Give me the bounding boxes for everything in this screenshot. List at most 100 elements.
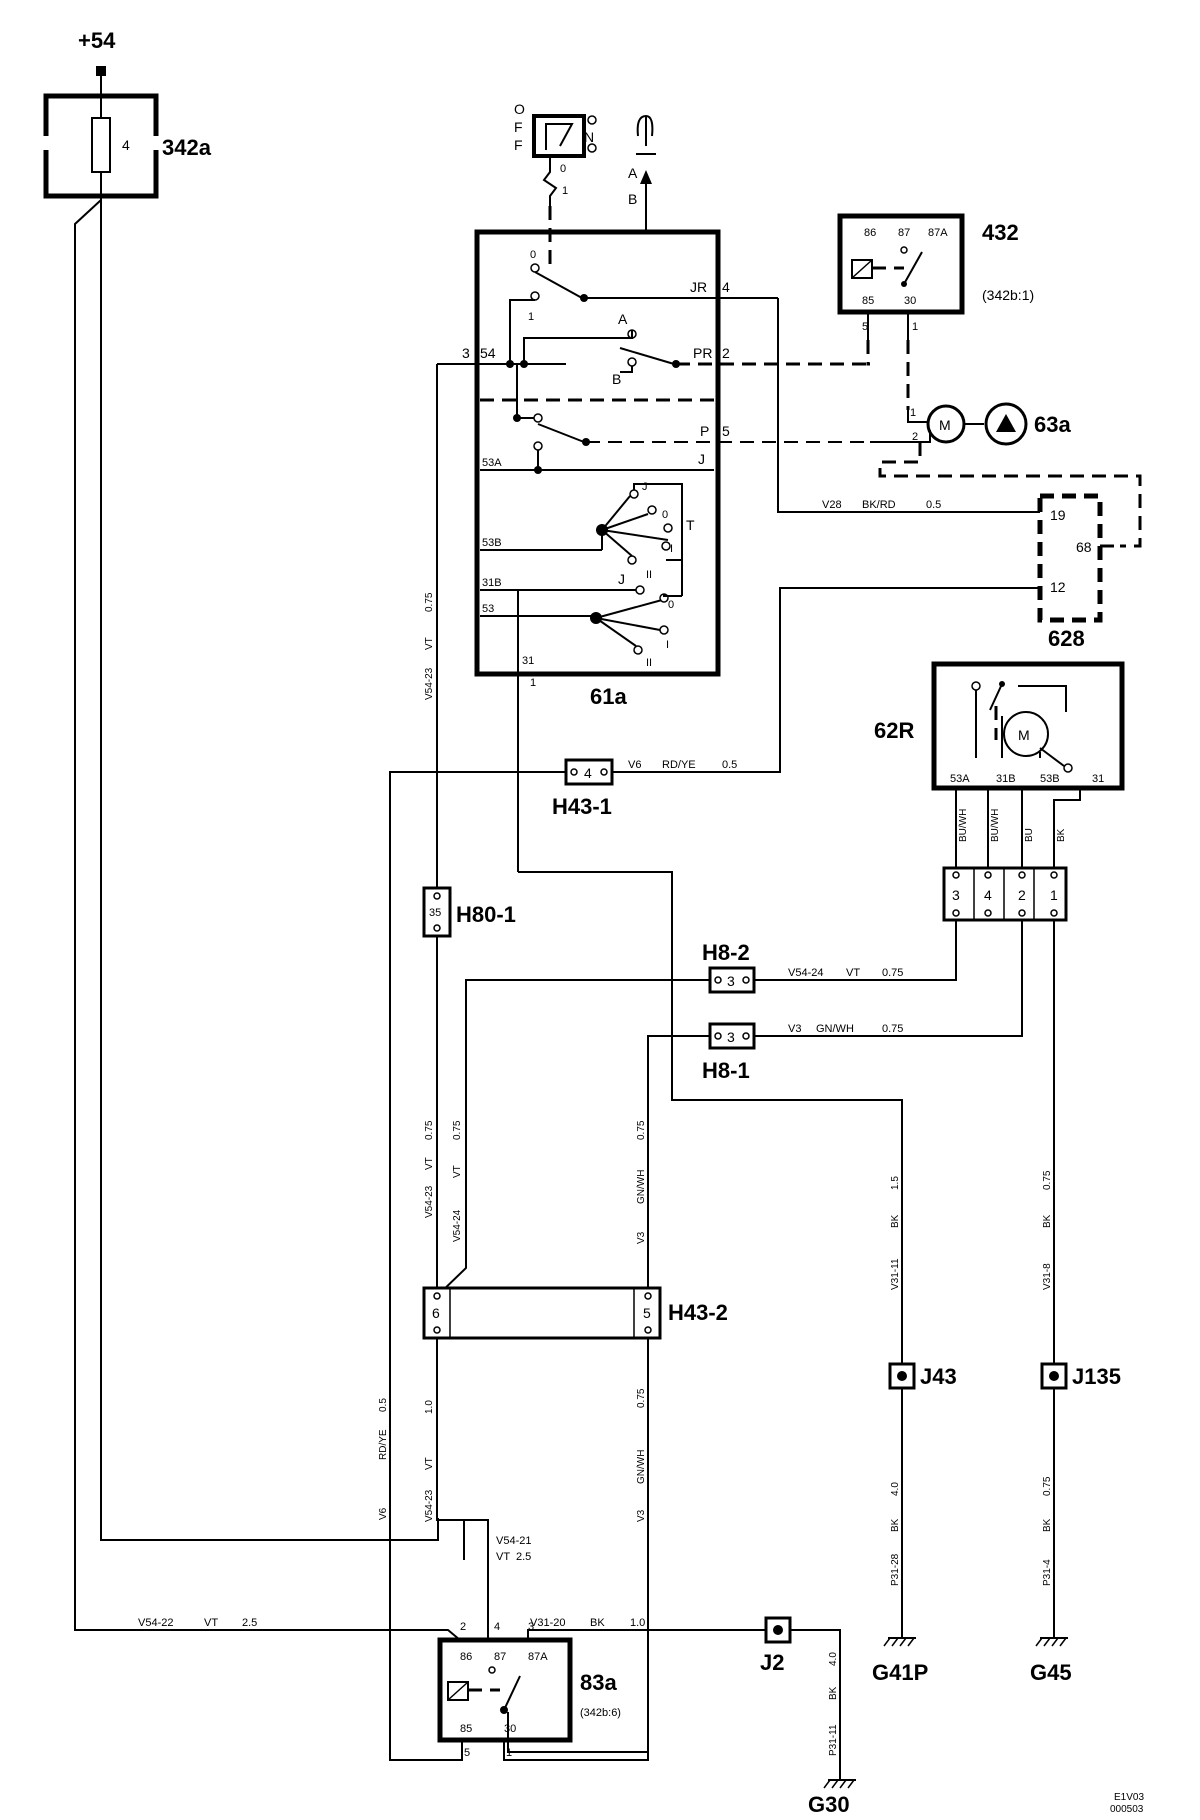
svg-text:1: 1 bbox=[506, 1747, 512, 1759]
switch-61a-label: 61a bbox=[590, 684, 627, 709]
g41p-label: G41P bbox=[872, 1660, 928, 1685]
svg-text:30: 30 bbox=[504, 1723, 516, 1735]
svg-text:RD/YE: RD/YE bbox=[378, 1429, 389, 1460]
wire-v28 bbox=[777, 298, 1040, 513]
h8-1-label: H8-1 bbox=[702, 1058, 750, 1083]
svg-text:A: A bbox=[628, 165, 638, 181]
svg-text:0.5: 0.5 bbox=[722, 759, 737, 771]
svg-text:2: 2 bbox=[1018, 887, 1026, 903]
svg-text:O: O bbox=[514, 101, 525, 117]
fuse-number: 4 bbox=[122, 137, 130, 153]
svg-text:BK: BK bbox=[1056, 828, 1067, 842]
wire-v3-run bbox=[647, 1035, 710, 1296]
svg-text:4.0: 4.0 bbox=[828, 1652, 839, 1666]
fuse-box-label: 342a bbox=[162, 135, 212, 160]
svg-text:3: 3 bbox=[528, 1621, 534, 1633]
svg-text:2: 2 bbox=[460, 1621, 466, 1633]
svg-text:VT: VT bbox=[424, 637, 435, 650]
svg-text:BK: BK bbox=[890, 1518, 901, 1532]
svg-text:0: 0 bbox=[668, 599, 674, 611]
svg-text:P31-28: P31-28 bbox=[890, 1553, 901, 1586]
svg-text:1: 1 bbox=[910, 407, 916, 419]
svg-text:B: B bbox=[628, 191, 637, 207]
svg-text:BK: BK bbox=[1042, 1214, 1053, 1228]
svg-text:BK: BK bbox=[828, 1686, 839, 1700]
washer-nozzle-icon: A B bbox=[628, 114, 656, 232]
svg-text:VT: VT bbox=[452, 1165, 463, 1178]
relay-85-wire bbox=[389, 1568, 463, 1761]
svg-text:4.0: 4.0 bbox=[890, 1482, 901, 1496]
relay-30-wire bbox=[503, 1752, 649, 1761]
svg-text:54: 54 bbox=[480, 345, 496, 361]
svg-text:53B: 53B bbox=[1040, 773, 1060, 785]
h43-2-label: H43-2 bbox=[668, 1300, 728, 1325]
svg-text:12: 12 bbox=[1050, 579, 1066, 595]
svg-text:1: 1 bbox=[562, 185, 568, 197]
svg-text:N: N bbox=[584, 129, 594, 145]
j135-label: J135 bbox=[1072, 1364, 1121, 1389]
svg-text:87: 87 bbox=[898, 227, 910, 239]
svg-text:V31-20: V31-20 bbox=[530, 1617, 565, 1629]
svg-text:0.75: 0.75 bbox=[424, 592, 435, 612]
svg-text:1.0: 1.0 bbox=[630, 1617, 645, 1629]
wire-v54-24-run bbox=[436, 979, 710, 1297]
pump-motor-icon: M bbox=[939, 417, 951, 433]
svg-text:35: 35 bbox=[429, 907, 441, 919]
svg-text:0.75: 0.75 bbox=[452, 1120, 463, 1140]
svg-text:53: 53 bbox=[482, 603, 494, 615]
svg-text:4: 4 bbox=[984, 887, 992, 903]
ground-g41p: G41P bbox=[872, 1620, 928, 1685]
svg-text:31B: 31B bbox=[482, 577, 502, 589]
svg-text:2: 2 bbox=[912, 431, 918, 443]
svg-text:1: 1 bbox=[1050, 887, 1058, 903]
svg-text:53A: 53A bbox=[482, 457, 502, 469]
svg-text:2.5: 2.5 bbox=[242, 1617, 257, 1629]
svg-text:BK: BK bbox=[890, 1214, 901, 1228]
doc-code-1: E1V03 bbox=[1114, 1792, 1144, 1803]
svg-text:5: 5 bbox=[464, 1747, 470, 1759]
svg-text:4: 4 bbox=[722, 279, 730, 295]
svg-text:1: 1 bbox=[528, 311, 534, 323]
ground-g30: G30 bbox=[808, 1779, 856, 1817]
supply-label: +54 bbox=[78, 28, 116, 53]
svg-text:3: 3 bbox=[727, 1029, 735, 1045]
svg-text:T: T bbox=[686, 517, 695, 533]
svg-text:V54-22: V54-22 bbox=[138, 1617, 173, 1629]
svg-text:0.5: 0.5 bbox=[926, 499, 941, 511]
svg-text:3: 3 bbox=[952, 887, 960, 903]
svg-text:30: 30 bbox=[904, 295, 916, 307]
svg-text:GN/WH: GN/WH bbox=[636, 1170, 647, 1204]
svg-text:1: 1 bbox=[912, 321, 918, 333]
svg-text:0.75: 0.75 bbox=[1042, 1170, 1053, 1190]
svg-text:31: 31 bbox=[1092, 773, 1104, 785]
svg-text:85: 85 bbox=[862, 295, 874, 307]
svg-text:0.75: 0.75 bbox=[636, 1120, 647, 1140]
svg-text:II: II bbox=[646, 569, 652, 581]
svg-text:B: B bbox=[612, 371, 621, 387]
fuse-box-342a: 4 342a bbox=[43, 93, 212, 199]
svg-text:0.75: 0.75 bbox=[882, 967, 903, 979]
wire-v6-run bbox=[389, 771, 566, 1568]
svg-text:1: 1 bbox=[530, 677, 536, 689]
svg-text:JR: JR bbox=[690, 279, 707, 295]
svg-text:V54-23: V54-23 bbox=[424, 1489, 435, 1522]
svg-text:0.75: 0.75 bbox=[636, 1388, 647, 1408]
svg-text:3: 3 bbox=[727, 973, 735, 989]
washer-pump-63a: 1 M 63a 2 bbox=[870, 402, 1142, 548]
svg-text:VT: VT bbox=[496, 1551, 510, 1563]
motor-62R-connector: 3 4 2 1 bbox=[942, 866, 1068, 922]
svg-text:87A: 87A bbox=[528, 1651, 548, 1663]
svg-text:GN/WH: GN/WH bbox=[816, 1023, 854, 1035]
connector-h8-1: 3 H8-1 bbox=[702, 1022, 756, 1083]
svg-text:I: I bbox=[670, 543, 673, 555]
ground-31-run bbox=[518, 871, 903, 1364]
junction-j2: J2 bbox=[760, 1616, 792, 1675]
svg-text:31B: 31B bbox=[996, 773, 1016, 785]
svg-text:BK: BK bbox=[1042, 1518, 1053, 1532]
svg-text:1.5: 1.5 bbox=[890, 1176, 901, 1190]
svg-text:31: 31 bbox=[522, 655, 534, 667]
svg-text:86: 86 bbox=[460, 1651, 472, 1663]
connector-h8-2: 3 H8-2 bbox=[702, 940, 756, 994]
svg-text:2.5: 2.5 bbox=[516, 1551, 531, 1563]
junction-j135: J135 bbox=[1040, 1362, 1121, 1620]
